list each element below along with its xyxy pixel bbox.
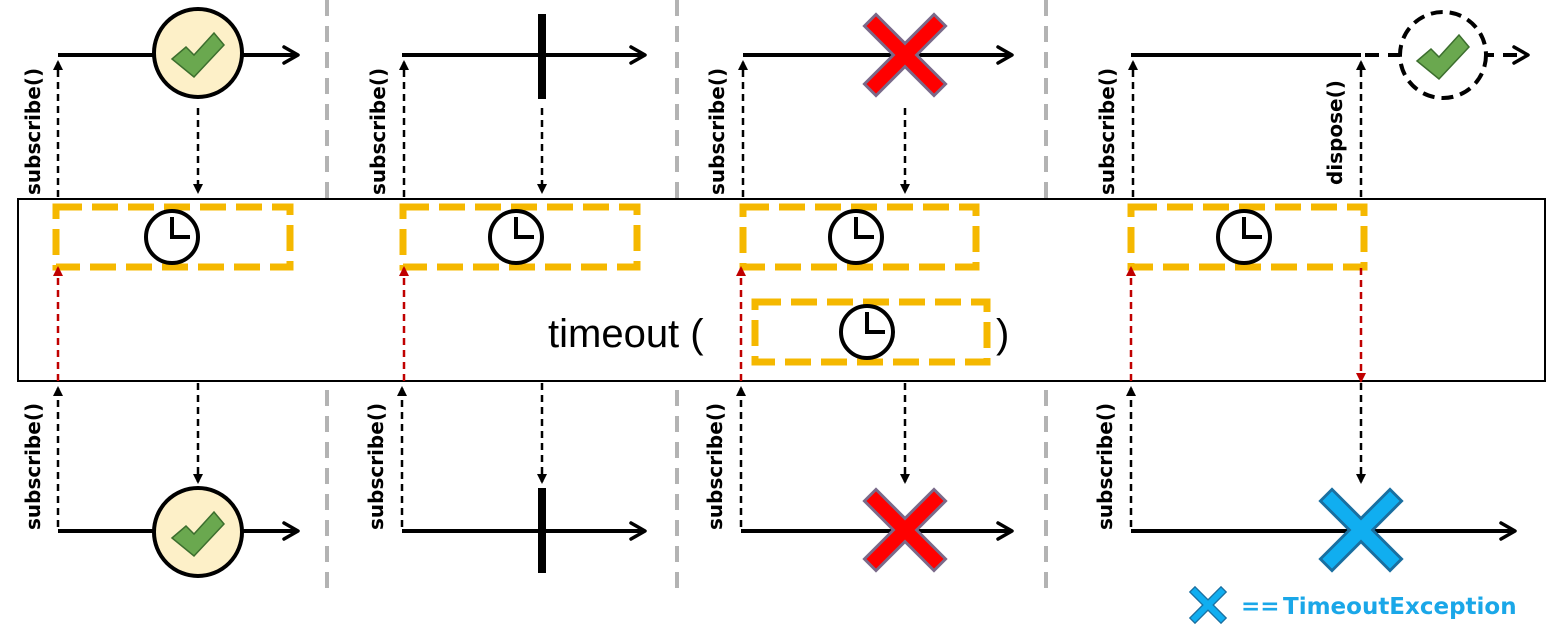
scenario-error: subscribe() subscribe() bbox=[703, 13, 1014, 572]
legend: == TimeoutException bbox=[1189, 586, 1517, 624]
clock-icon bbox=[488, 209, 544, 265]
scenario-timeout: subscribe() dispose() subscribe() bbox=[1093, 10, 1530, 573]
clock-icon bbox=[1216, 209, 1272, 265]
subscribe-label: subscribe() bbox=[21, 403, 45, 530]
operator-box bbox=[17, 198, 1546, 382]
dispose-label: dispose() bbox=[1323, 80, 1347, 185]
operator-close-paren: ) bbox=[996, 312, 1009, 356]
clock-icon bbox=[828, 209, 884, 265]
subscribe-label: subscribe() bbox=[1093, 403, 1117, 530]
scenario-completion: subscribe() subscribe() bbox=[21, 7, 300, 578]
timer-box bbox=[1127, 203, 1368, 271]
legend-text: TimeoutException bbox=[1283, 594, 1517, 620]
subscribe-label: subscribe() bbox=[703, 403, 727, 530]
clock-icon bbox=[839, 304, 895, 360]
timer-box bbox=[399, 203, 641, 271]
subscribe-label: subscribe() bbox=[705, 68, 729, 195]
timer-box bbox=[52, 203, 294, 271]
completion-marker bbox=[152, 486, 244, 578]
subscribe-label: subscribe() bbox=[366, 68, 390, 195]
subscribe-label: subscribe() bbox=[21, 68, 45, 195]
clock-icon bbox=[144, 209, 200, 265]
scenario-emission: subscribe() subscribe() bbox=[364, 14, 647, 573]
operator-name: timeout ( bbox=[548, 312, 704, 356]
subscribe-label: subscribe() bbox=[1095, 68, 1119, 195]
operator-timer-box bbox=[751, 298, 991, 366]
timeout-exception-icon bbox=[1189, 586, 1227, 624]
ignored-completion-marker bbox=[1398, 10, 1488, 100]
timer-box bbox=[739, 203, 980, 271]
completion-marker bbox=[152, 7, 244, 99]
subscribe-label: subscribe() bbox=[364, 403, 388, 530]
legend-equals: == bbox=[1241, 594, 1280, 620]
operator-label: timeout ( ) bbox=[548, 298, 1009, 366]
